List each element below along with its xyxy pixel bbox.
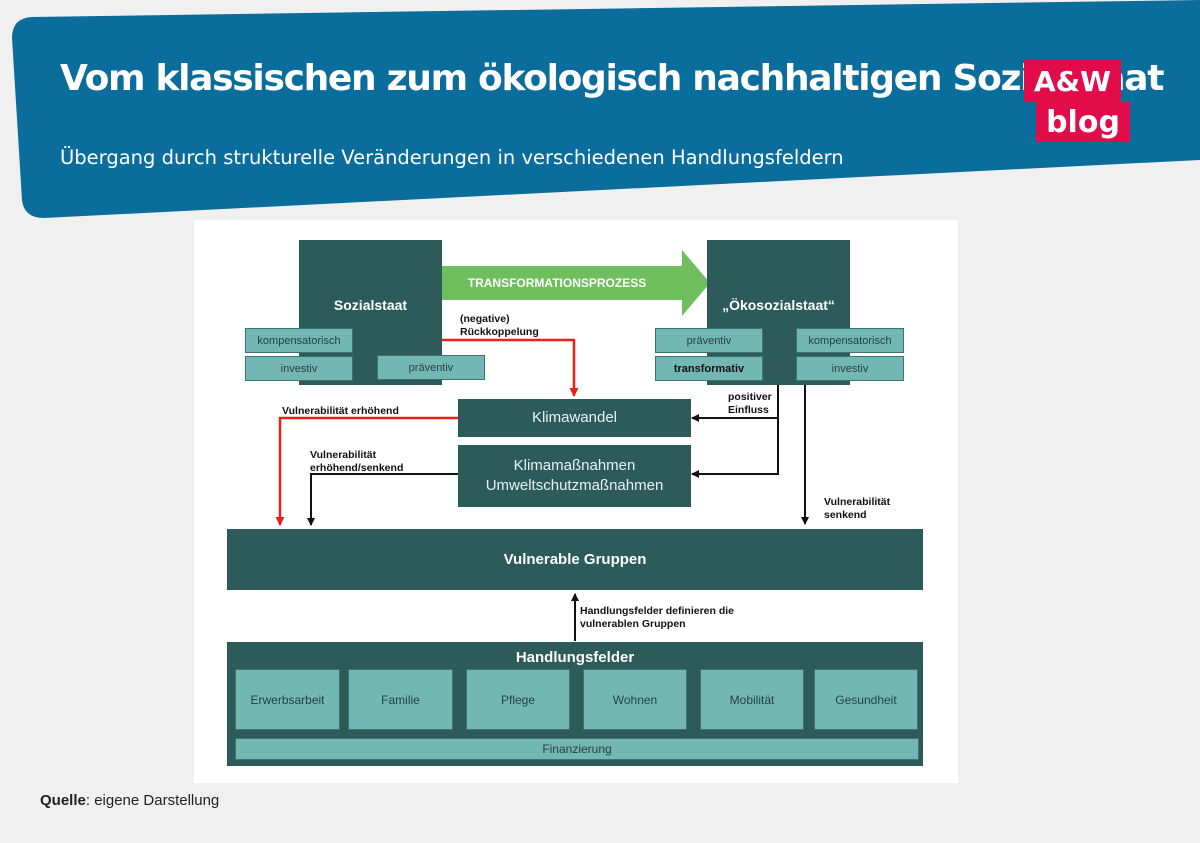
- field-familie: Familie: [348, 669, 453, 730]
- diagram-card: Sozialstaat kompensatorisch investiv prä…: [194, 220, 958, 783]
- field-mobilitaet: Mobilität: [700, 669, 804, 730]
- negative-feedback-label: (negative) Rückkoppelung: [460, 313, 539, 338]
- source-text: : eigene Darstellung: [85, 792, 220, 809]
- transformation-arrow: [432, 250, 710, 316]
- vuln-increasing-label: Vulnerabilität erhöhend: [282, 405, 399, 417]
- oeko-transformativ: transformativ: [655, 356, 763, 381]
- klimawandel-box: Klimawandel: [458, 399, 691, 437]
- handlungsfelder-title: Handlungsfelder: [515, 649, 635, 666]
- vuln-mixed-arrow: [307, 473, 458, 526]
- vulnerable-groups-box: Vulnerable Gruppen: [227, 529, 923, 590]
- feedback-arrow: [442, 338, 579, 397]
- transformation-label: TRANSFORMATIONSPROZESS: [467, 276, 647, 290]
- klimamassnahmen-line2: Umweltschutzmaßnahmen: [485, 477, 664, 494]
- field-pflege: Pflege: [466, 669, 570, 730]
- oeko-praeventiv: präventiv: [655, 328, 763, 353]
- connector-lines: [275, 250, 809, 641]
- positive-influence-label: positiver Einfluss: [728, 391, 772, 416]
- source-label: Quelle: [40, 792, 86, 809]
- oekosozialstaat-title: „Ökosozialstaat“: [722, 297, 835, 313]
- positive-influence-arrow-2: [691, 418, 779, 478]
- klimamassnahmen-box: Klimamaßnahmen Umweltschutzmaßnahmen: [458, 445, 691, 507]
- sozialstaat-praeventiv: präventiv: [377, 355, 485, 380]
- header-banner: [12, 0, 1200, 218]
- vuln-increasing-arrow: [275, 416, 458, 526]
- sozialstaat-kompensatorisch: kompensatorisch: [245, 328, 353, 353]
- page-title: Vom klassischen zum ökologisch nachhalti…: [60, 58, 1164, 99]
- oeko-kompensatorisch: kompensatorisch: [796, 328, 904, 353]
- field-erwerbsarbeit: Erwerbsarbeit: [235, 669, 340, 730]
- field-finanzierung: Finanzierung: [235, 738, 919, 760]
- logo-aw[interactable]: A&W: [1024, 60, 1121, 102]
- field-gesundheit: Gesundheit: [814, 669, 918, 730]
- oeko-investiv: investiv: [796, 356, 904, 381]
- source-note: Quelle: eigene Darstellung: [40, 792, 219, 809]
- sozialstaat-title: Sozialstaat: [333, 297, 408, 313]
- page-subtitle: Übergang durch strukturelle Veränderunge…: [60, 146, 844, 169]
- klimamassnahmen-line1: Klimamaßnahmen: [513, 457, 636, 474]
- logo-blog[interactable]: blog: [1036, 102, 1130, 142]
- field-wohnen: Wohnen: [583, 669, 687, 730]
- sozialstaat-investiv: investiv: [245, 356, 353, 381]
- vuln-mixed-label: Vulnerabilität erhöhend/senkend: [310, 449, 404, 474]
- define-note: Handlungsfelder definieren die vulnerabl…: [580, 605, 735, 630]
- vuln-decreasing-label: Vulnerabilität senkend: [824, 496, 891, 521]
